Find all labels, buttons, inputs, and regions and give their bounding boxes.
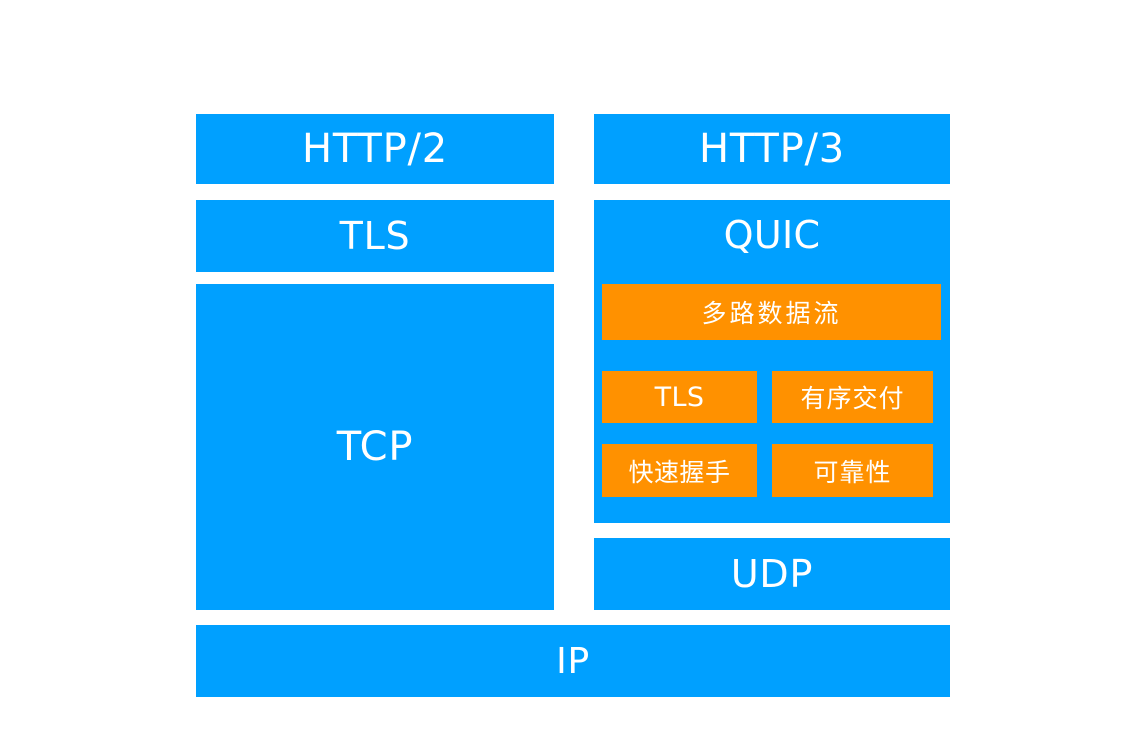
http2-layer-box: HTTP/2 (196, 114, 554, 184)
tls-layer-box: TLS (196, 200, 554, 272)
tcp-layer-box: TCP (196, 284, 554, 610)
quic-layer-label: QUIC (723, 213, 821, 257)
ip-layer-box: IP (196, 625, 950, 697)
quic-layer-box: QUIC 多路数据流 TLS 有序交付 快速握手 可靠性 (594, 200, 950, 523)
http3-layer-box: HTTP/3 (594, 114, 950, 184)
quic-feature-tls: TLS (602, 371, 757, 423)
quic-feature-multiplexed-streams: 多路数据流 (602, 284, 941, 340)
quic-feature-fast-handshake: 快速握手 (602, 444, 757, 497)
udp-layer-box: UDP (594, 538, 950, 610)
quic-feature-reliability: 可靠性 (772, 444, 933, 497)
quic-feature-ordered-delivery: 有序交付 (772, 371, 933, 423)
